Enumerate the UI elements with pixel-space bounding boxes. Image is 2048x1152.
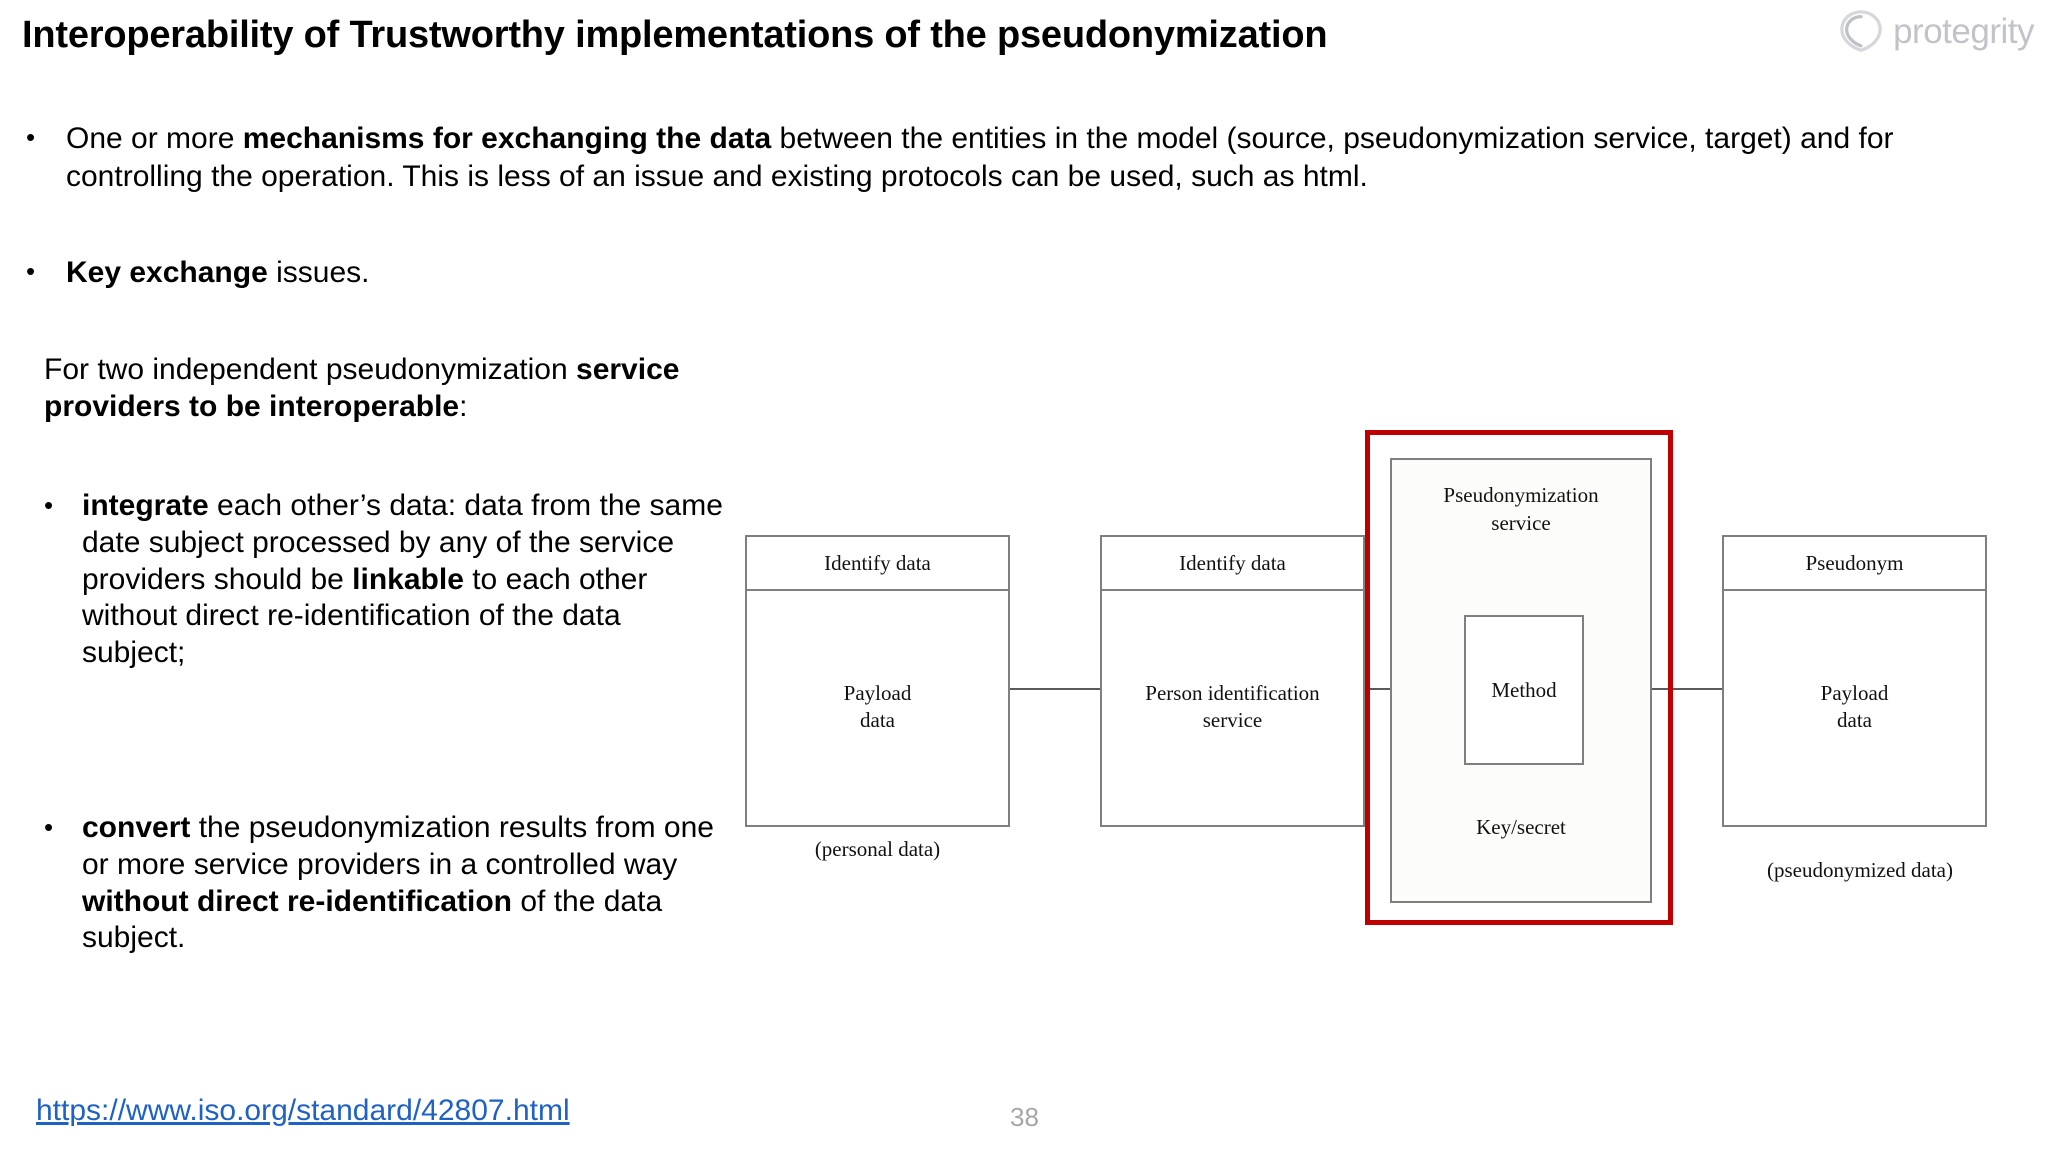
- bullet-integrate: • integrate each other’s data: data from…: [44, 488, 724, 672]
- bullet-marker-icon: •: [26, 122, 36, 152]
- bullet-marker-icon: •: [26, 256, 36, 286]
- interoperable-intro-paragraph: For two independent pseudonymization ser…: [44, 353, 680, 423]
- connector-box3-box4: [1652, 688, 1724, 690]
- box4-caption: (pseudonymized data): [1766, 858, 1954, 882]
- page-number: 38: [1010, 1102, 1039, 1132]
- box1-caption: (personal data): [814, 837, 941, 861]
- bullet-marker-icon: •: [44, 490, 54, 520]
- box3-key-secret-label: Key/secret: [1476, 815, 1566, 839]
- bullet-mechanisms: • One or more mechanisms for exchanging …: [22, 120, 2012, 196]
- bullet-mechanisms-text: One or more mechanisms for exchanging th…: [66, 122, 1894, 193]
- box4-header: Pseudonym: [1724, 537, 1985, 591]
- bullet-convert-text: convert the pseudonymization results fro…: [82, 811, 714, 955]
- box1-header: Identify data: [747, 537, 1008, 591]
- protegrity-wordmark: protegrity: [1893, 11, 2034, 51]
- protegrity-shield-icon: [1838, 8, 1884, 54]
- connector-box1-box2: [1010, 688, 1100, 690]
- highlight-outline-pseudonymization: [1365, 430, 1673, 925]
- protegrity-logo: protegrity: [1838, 8, 2034, 54]
- page-title: Interoperability of Trustworthy implemen…: [22, 14, 1328, 56]
- bullet-convert: • convert the pseudonymization results f…: [44, 810, 724, 957]
- bullet-key-exchange-text: Key exchange issues.: [66, 256, 370, 289]
- bullet-key-exchange: • Key exchange issues.: [22, 254, 922, 292]
- bullet-integrate-text: integrate each other’s data: data from t…: [82, 489, 723, 669]
- bullet-marker-icon: •: [44, 812, 54, 842]
- diagram-box-method: Method: [1464, 615, 1584, 765]
- iso-standard-link[interactable]: https://www.iso.org/standard/42807.html: [36, 1094, 570, 1127]
- box2-header: Identify data: [1102, 537, 1363, 591]
